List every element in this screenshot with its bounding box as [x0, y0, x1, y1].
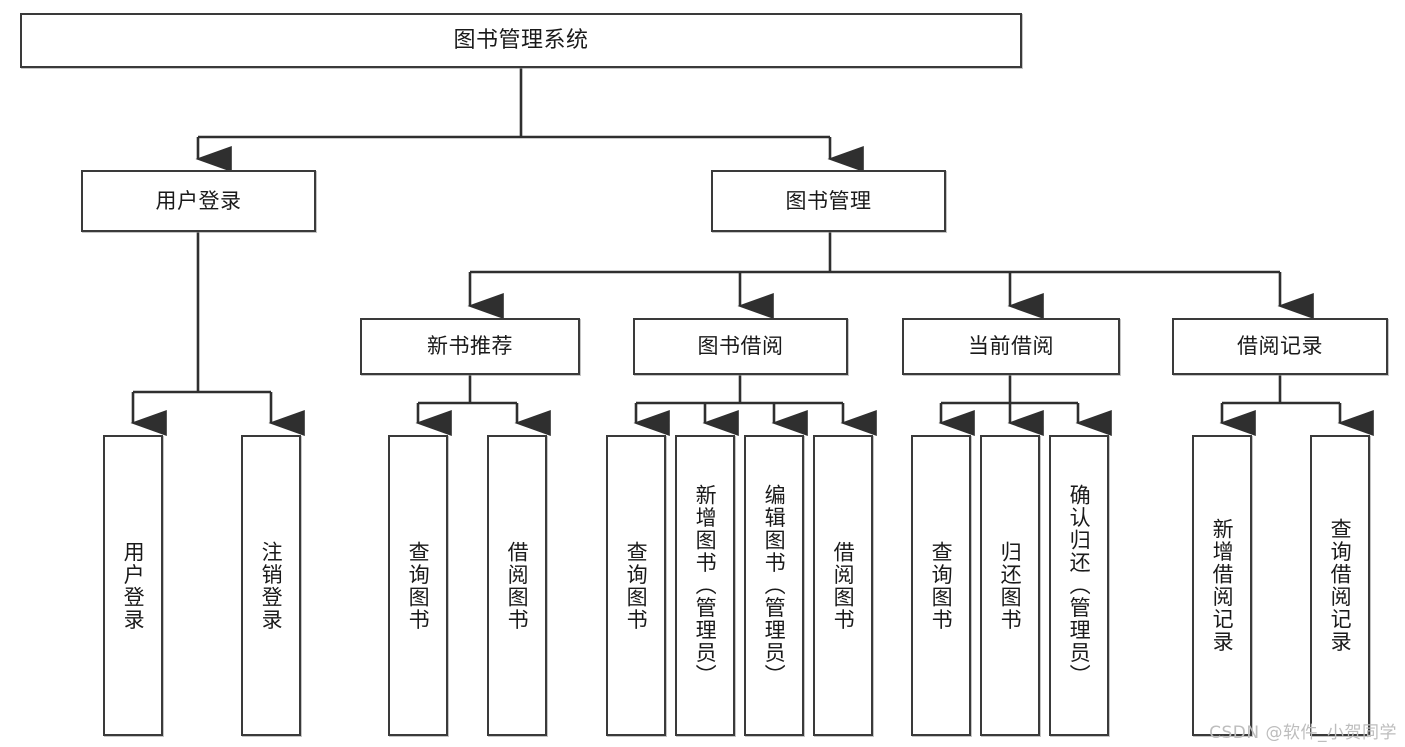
- leaf-user-login-signin[interactable]: 用户登录: [103, 435, 163, 736]
- node-label: 注销登录: [259, 540, 284, 631]
- node-label: 查询图书: [929, 540, 954, 631]
- node-label: 新书推荐: [427, 334, 513, 359]
- leaf-current-confirm-return-admin[interactable]: 确认归还（管理员）: [1049, 435, 1109, 736]
- node-root-system[interactable]: 图书管理系统: [20, 13, 1022, 68]
- node-label: 新增图书（管理员）: [693, 484, 718, 687]
- leaf-record-add-record[interactable]: 新增借阅记录: [1192, 435, 1252, 736]
- leaf-borrow-edit-book-admin[interactable]: 编辑图书（管理员）: [744, 435, 804, 736]
- node-label: 图书管理: [785, 188, 872, 213]
- node-label: 查询借阅记录: [1328, 518, 1353, 653]
- node-label: 编辑图书（管理员）: [762, 484, 787, 687]
- leaf-borrow-add-book-admin[interactable]: 新增图书（管理员）: [675, 435, 735, 736]
- node-label: 查询图书: [624, 540, 649, 631]
- node-user-login[interactable]: 用户登录: [81, 170, 316, 232]
- node-borrow-record[interactable]: 借阅记录: [1172, 318, 1388, 375]
- node-book-management[interactable]: 图书管理: [711, 170, 946, 232]
- leaf-borrow-query-book[interactable]: 查询图书: [606, 435, 666, 736]
- node-current-borrow[interactable]: 当前借阅: [902, 318, 1120, 375]
- node-label: 查询图书: [406, 540, 431, 631]
- leaf-current-query-book[interactable]: 查询图书: [911, 435, 971, 736]
- node-label: 借阅记录: [1237, 334, 1323, 359]
- node-label: 当前借阅: [968, 334, 1054, 359]
- node-label: 确认归还（管理员）: [1067, 484, 1092, 687]
- node-label: 用户登录: [121, 540, 146, 631]
- node-label: 图书管理系统: [453, 27, 589, 53]
- node-label: 借阅图书: [505, 540, 530, 631]
- leaf-record-query-record[interactable]: 查询借阅记录: [1310, 435, 1370, 736]
- node-label: 借阅图书: [831, 540, 856, 631]
- leaf-recommend-borrow-book[interactable]: 借阅图书: [487, 435, 547, 736]
- node-new-book-recommend[interactable]: 新书推荐: [360, 318, 580, 375]
- leaf-recommend-query-book[interactable]: 查询图书: [388, 435, 448, 736]
- leaf-borrow-borrow-book[interactable]: 借阅图书: [813, 435, 873, 736]
- node-label: 新增借阅记录: [1210, 518, 1235, 653]
- node-book-borrow[interactable]: 图书借阅: [633, 318, 848, 375]
- node-label: 用户登录: [155, 188, 242, 213]
- csdn-watermark: CSDN @软件_小贺同学: [1209, 723, 1397, 743]
- node-label: 图书借阅: [697, 334, 784, 359]
- node-label: 归还图书: [998, 540, 1023, 631]
- leaf-current-return-book[interactable]: 归还图书: [980, 435, 1040, 736]
- leaf-user-login-signout[interactable]: 注销登录: [241, 435, 301, 736]
